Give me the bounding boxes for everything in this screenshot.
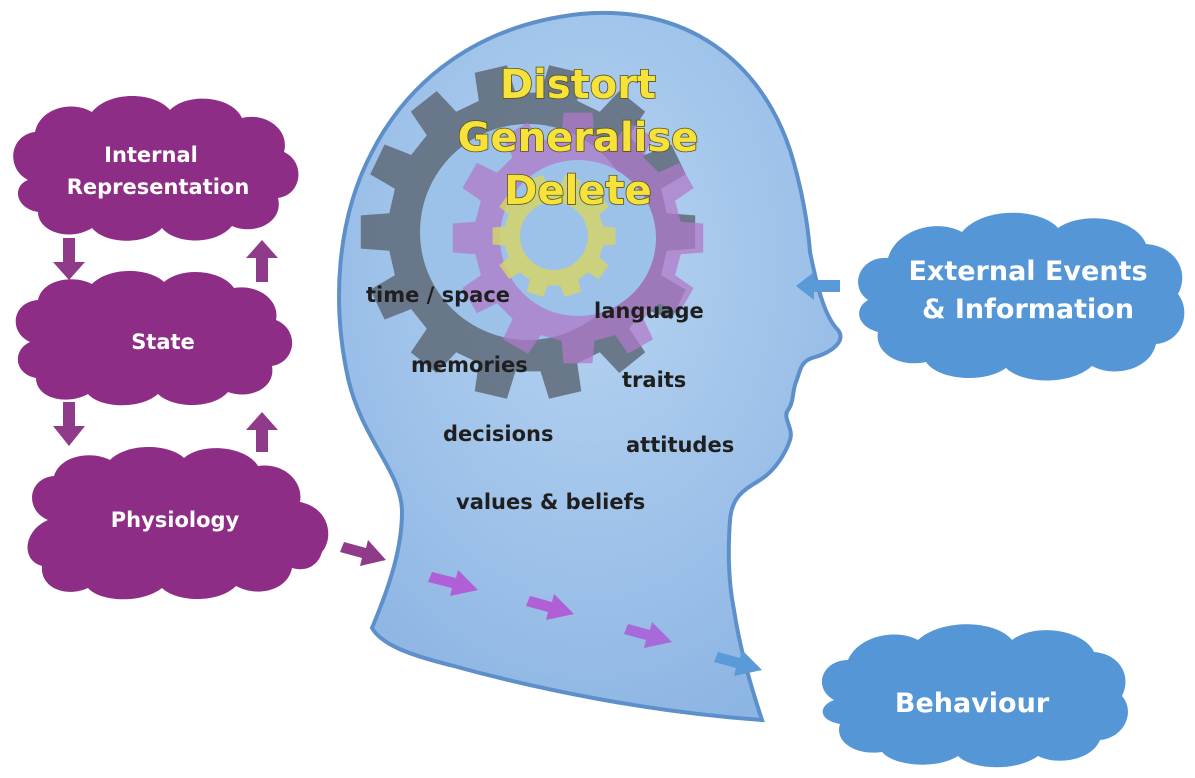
word-language: language [594,299,704,323]
filter-delete: Delete [504,168,651,214]
flow-arrow-4 [624,622,672,648]
internal-label: Internal [104,143,198,167]
word-time-space: time / space [366,283,510,307]
filter-generalise: Generalise [458,115,699,161]
external-events-line2: & Information [922,294,1134,325]
cloud-physiology: Physiology [27,447,329,600]
gears-group [360,65,704,399]
behaviour-label: Behaviour [895,688,1050,719]
gear-hole [520,202,588,270]
word-decisions: decisions [443,422,554,446]
cloud-state: State [15,271,293,406]
arrow-down-1 [53,238,85,280]
word-traits: traits [622,368,686,392]
word-memories: memories [411,353,528,377]
arrow-external-into-head [796,272,840,300]
cloud-shape [27,447,329,600]
cloud-behaviour: Behaviour [821,624,1128,768]
cloud-shape [858,212,1185,381]
arrow-up-2 [246,412,278,452]
flow-arrow-2 [428,570,478,596]
cloud-shape [821,624,1128,768]
flow-arrow-5 [714,650,762,676]
cloud-shape [13,96,299,241]
cloud-external-events: External Events & Information [858,212,1185,381]
arrow-down-2 [53,402,85,446]
representation-label: Representation [67,175,250,199]
physiology-label: Physiology [111,508,240,532]
cloud-internal-representation: Internal Representation [13,96,299,241]
filter-distort: Distort [500,62,656,108]
cloud-shape [15,271,293,406]
flow-arrow-3 [526,594,574,620]
state-label: State [131,330,195,354]
external-events-line1: External Events [908,256,1147,287]
small-yellow-gear-icon [492,175,616,297]
word-values-beliefs: values & beliefs [456,490,645,514]
flow-arrow-1 [340,540,386,566]
word-attitudes: attitudes [626,433,734,457]
arrow-up-1 [246,240,278,282]
